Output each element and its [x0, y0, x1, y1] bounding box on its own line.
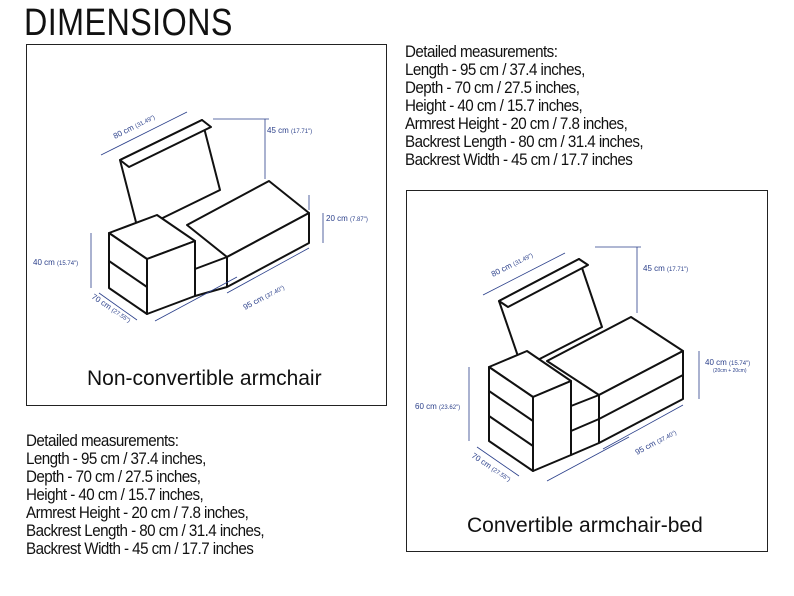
armchair-bed-drawing: 80 cm (31.49") 45 cm (17.71") 40 cm (15.…: [415, 246, 750, 483]
armchair-bed-diagram-panel: 80 cm (31.49") 45 cm (17.71") 40 cm (15.…: [406, 190, 768, 552]
armchair-bed-caption: Convertible armchair-bed: [467, 514, 703, 537]
measurement-line: Backrest Length - 80 cm / 31.4 inches,: [26, 522, 265, 540]
measurement-line: Depth - 70 cm / 27.5 inches,: [405, 79, 580, 97]
measurement-line: Length - 95 cm / 37.4 inches,: [405, 61, 585, 79]
measurement-line: Armrest Height - 20 cm / 7.8 inches,: [405, 115, 628, 133]
dim-length: 95 cm (37.40"): [634, 428, 678, 457]
backrest-top: [119, 119, 212, 168]
dim-armrest: 20 cm (7.87"): [326, 214, 368, 223]
dim-height: 60 cm (23.62"): [415, 402, 460, 411]
measurement-line: Length - 95 cm / 37.4 inches,: [26, 450, 206, 468]
measurements-heading: Detailed measurements:: [26, 432, 179, 450]
armchair-drawing: 80 cm (31.49") 45 cm (17.71") 20 cm (7.8…: [33, 111, 368, 324]
dim-backrest-length: 80 cm (31.49"): [490, 250, 534, 279]
dim-backrest-length: 80 cm (31.49"): [112, 112, 156, 141]
armchair-diagram-panel: 80 cm (31.49") 45 cm (17.71") 20 cm (7.8…: [26, 44, 387, 406]
measurement-line: Depth - 70 cm / 27.5 inches,: [26, 468, 201, 486]
measurements-top: Detailed measurements: Length - 95 cm / …: [405, 43, 644, 169]
dim-length: 95 cm (37.40"): [242, 283, 286, 312]
measurements-bottom: Detailed measurements: Length - 95 cm / …: [26, 432, 265, 558]
armchair-caption: Non-convertible armchair: [87, 367, 322, 390]
dim-backrest-width: 45 cm (17.71"): [267, 126, 312, 135]
measurement-line: Backrest Width - 45 cm / 17.7 inches: [405, 151, 633, 169]
measurement-line: Height - 40 cm / 15.7 inches,: [26, 486, 204, 504]
backrest-top: [498, 258, 589, 308]
dim-height: 40 cm (15.74"): [33, 258, 78, 267]
measurement-line: Backrest Width - 45 cm / 17.7 inches: [26, 540, 254, 558]
measurement-line: Height - 40 cm / 15.7 inches,: [405, 97, 583, 115]
arm-side: [532, 380, 572, 472]
seat-side: [226, 212, 310, 288]
dim-backrest-width: 45 cm (17.71"): [643, 264, 688, 273]
dim-armrest: 40 cm (15.74"): [705, 358, 750, 367]
measurement-line: Armrest Height - 20 cm / 7.8 inches,: [26, 504, 249, 522]
measurements-heading: Detailed measurements:: [405, 43, 558, 61]
dim-armrest-note: (20cm + 20cm): [713, 368, 747, 374]
measurement-line: Backrest Length - 80 cm / 31.4 inches,: [405, 133, 644, 151]
page-title: DIMENSIONS: [24, 2, 233, 44]
